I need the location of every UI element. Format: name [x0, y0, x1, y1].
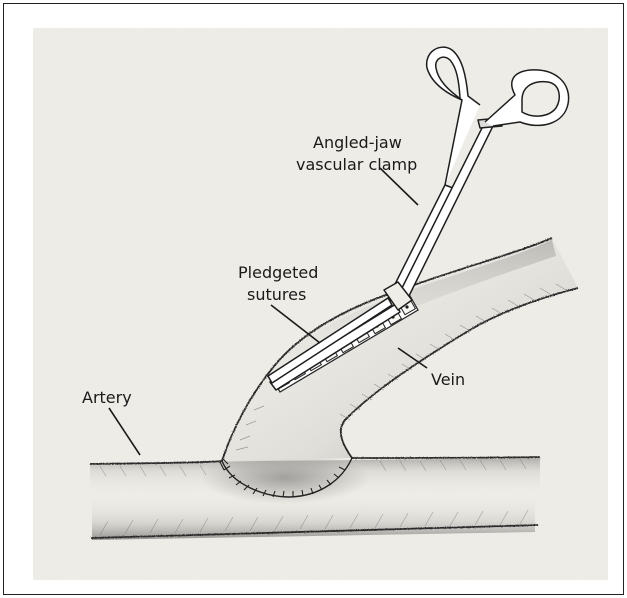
artery-label: Artery [82, 388, 132, 407]
clamp-label-line1: Angled-jaw [313, 133, 402, 152]
sutures-label-line2: sutures [247, 285, 306, 304]
vein-label: Vein [431, 370, 465, 389]
clamp-label-line2: vascular clamp [296, 155, 417, 174]
sutures-label-line1: Pledgeted [238, 263, 318, 282]
